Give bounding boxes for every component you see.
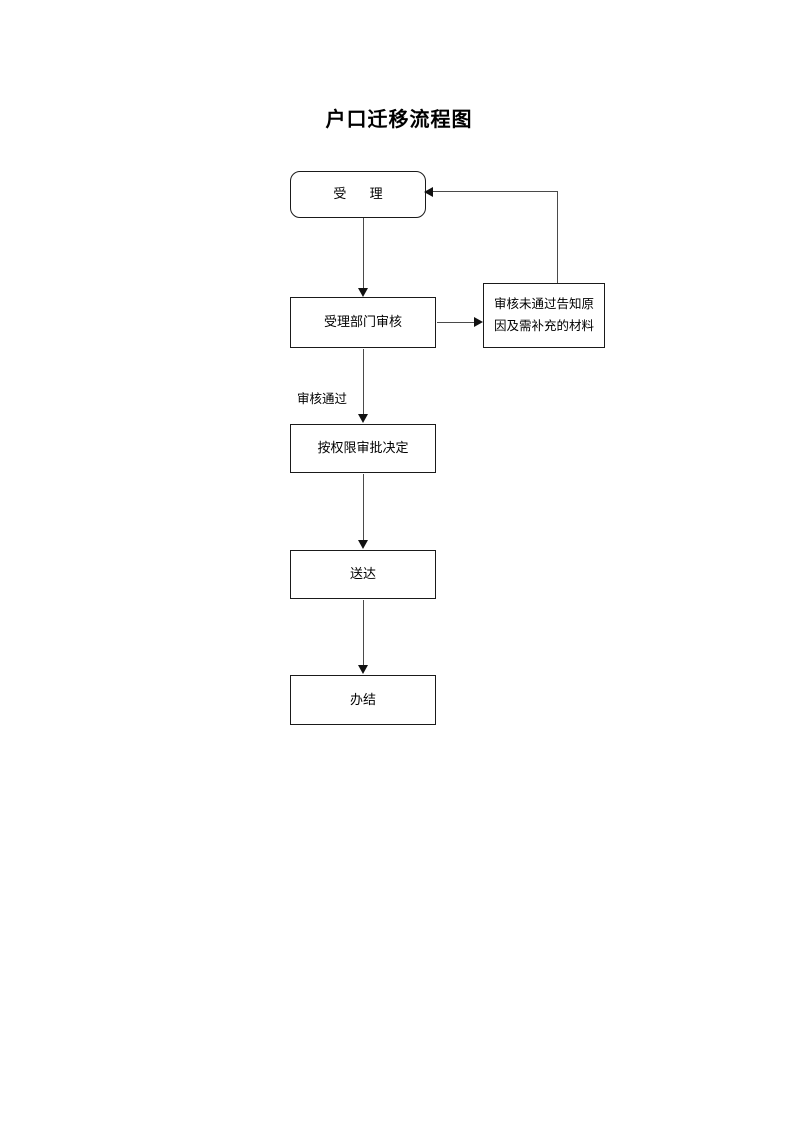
- arrowhead-down-deliver-to-complete: [358, 665, 368, 674]
- flow-node-delivery[interactable]: 送达: [290, 550, 436, 599]
- arrowhead-down-accept-to-review: [358, 288, 368, 297]
- arrowhead-right-review-to-reject: [474, 317, 483, 327]
- arrowhead-left-reject-to-accept: [424, 187, 433, 197]
- connector-reject-feedback-horizontal: [426, 191, 558, 192]
- flow-node-reject-notice[interactable]: 审核未通过告知原因及需补充的材料: [483, 283, 605, 348]
- connector-review-to-reject: [437, 322, 475, 323]
- connector-approve-to-deliver: [363, 474, 364, 541]
- connector-deliver-to-complete: [363, 600, 364, 666]
- connector-accept-to-review: [363, 218, 364, 288]
- flow-node-authority-approval[interactable]: 按权限审批决定: [290, 424, 436, 473]
- edge-label-review-passed: 审核通过: [297, 392, 348, 406]
- page-title-text: 户口迁移流程图: [325, 107, 473, 131]
- page-title: 户口迁移流程图: [0, 103, 800, 132]
- connector-reject-feedback-vertical: [557, 192, 558, 283]
- flow-node-accept[interactable]: 受 理: [290, 171, 426, 218]
- connector-review-to-approve: [363, 349, 364, 415]
- arrowhead-down-approve-to-deliver: [358, 540, 368, 549]
- flow-node-completion[interactable]: 办结: [290, 675, 436, 725]
- arrowhead-down-review-to-approve: [358, 414, 368, 423]
- flow-node-department-review[interactable]: 受理部门审核: [290, 297, 436, 348]
